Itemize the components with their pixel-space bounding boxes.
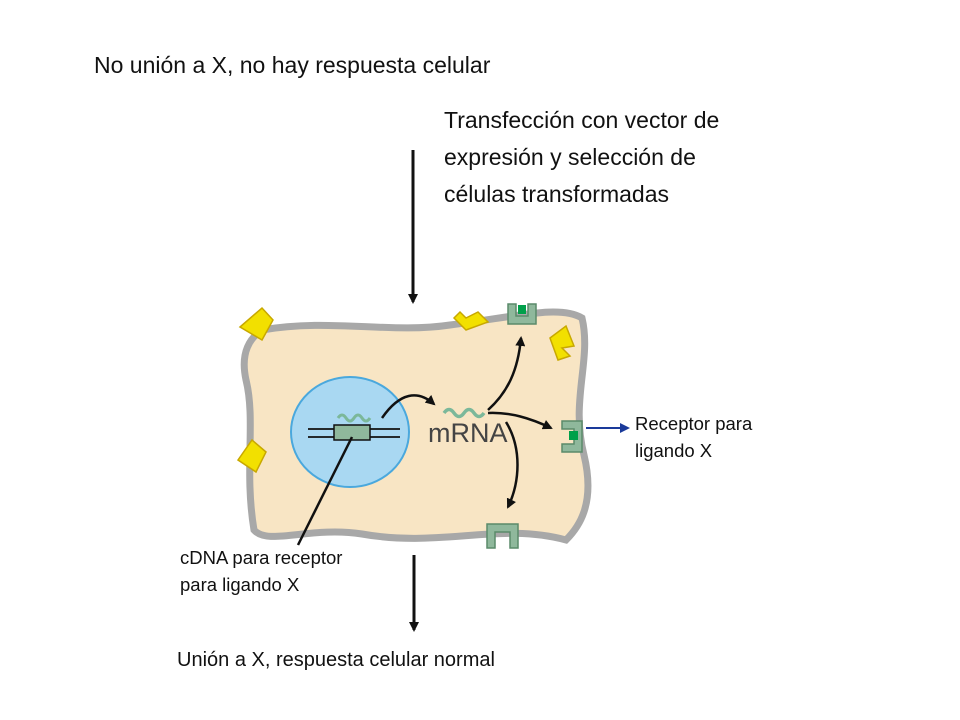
dna-insert xyxy=(308,413,400,441)
mrna-to-bottom-receptor-arrow xyxy=(504,421,519,509)
nucleus-to-mrna-arrow xyxy=(380,394,436,419)
step-line: expresión y selección de xyxy=(444,144,696,170)
step-line: células transformadas xyxy=(444,181,669,207)
top-caption: No unión a X, no hay respuesta celular xyxy=(94,52,491,78)
native-receptor xyxy=(236,438,267,474)
receptor-label: Receptor para ligando X xyxy=(635,410,752,464)
expressed-receptor-right xyxy=(561,420,583,453)
native-receptor xyxy=(549,324,576,361)
cdna-pointer-line xyxy=(296,436,354,546)
native-receptor xyxy=(452,310,490,331)
bottom-caption: Unión a X, respuesta celular normal xyxy=(177,649,495,671)
cdna-label-line: para ligando X xyxy=(180,574,300,595)
cdna-label: cDNA para receptor para ligando X xyxy=(180,544,342,598)
expressed-receptor-top xyxy=(507,303,537,325)
mrna-label: mRNA xyxy=(428,418,508,448)
mrna-wave xyxy=(442,407,486,419)
cdna-label-line: cDNA para receptor xyxy=(180,547,343,568)
mrna-to-right-receptor-arrow xyxy=(487,411,553,430)
native-receptor xyxy=(238,306,274,342)
mrna-to-top-receptor-arrow xyxy=(487,336,526,411)
transfection-step-caption: Transfección con vector de expresión y s… xyxy=(444,102,719,213)
receptor-label-line: Receptor para xyxy=(635,413,753,434)
expressed-receptor-bottom xyxy=(486,523,519,549)
receptor-label-line: ligando X xyxy=(635,440,713,461)
step-line: Transfección con vector de xyxy=(444,107,720,133)
